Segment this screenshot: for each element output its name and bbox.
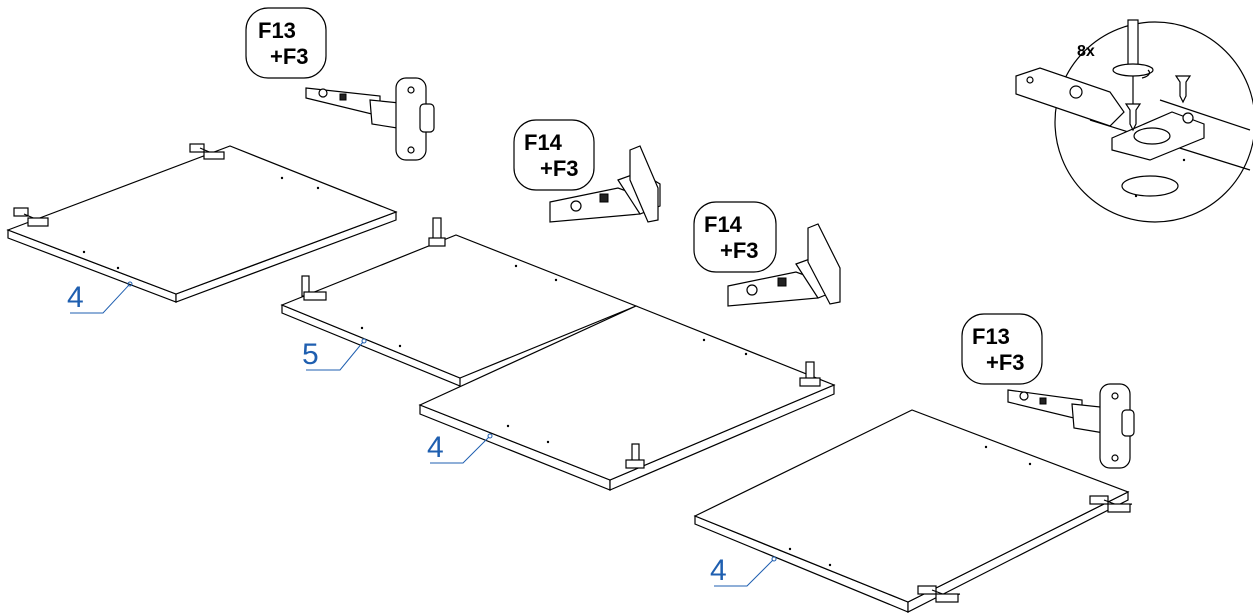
hinge-f14-upper: F14 +F3	[513, 119, 661, 223]
hinge-f13-right: F13 +F3	[961, 313, 1135, 469]
hinge-plate-icon	[13, 207, 49, 227]
hinge-plate-icon	[625, 443, 645, 469]
part-number: 4	[710, 554, 727, 587]
fitting-code: +F3	[986, 350, 1025, 375]
screw-icon	[1124, 103, 1142, 132]
part-label-panel-center: 5	[302, 338, 367, 371]
hinge-code: F14	[524, 130, 563, 155]
mounting-plate-icon	[727, 223, 841, 307]
door-panel-left	[6, 143, 398, 303]
fitting-code: +F3	[720, 238, 759, 263]
hinge-plate-icon	[301, 275, 327, 301]
part-label-door-right: 4	[710, 554, 777, 587]
part-number: 5	[302, 338, 319, 371]
part-label-door-center: 4	[427, 431, 493, 464]
hinge-plate-icon	[1089, 495, 1133, 513]
cup-hinge-icon	[1007, 383, 1135, 469]
door-panel-right	[693, 409, 1133, 613]
hinge-plate-icon	[189, 143, 225, 160]
hinge-code: F13	[258, 18, 296, 43]
fitting-code: +F3	[540, 156, 579, 181]
part-label-door-left: 4	[67, 281, 133, 314]
screw-icon	[1174, 75, 1192, 104]
part-number: 4	[427, 431, 444, 464]
fitting-code: +F3	[270, 44, 309, 69]
quantity-label: 8x	[1077, 43, 1095, 60]
hinge-code: F13	[972, 324, 1010, 349]
door-panel-center	[418, 305, 836, 491]
detail-view-screwing: 8x	[1015, 19, 1253, 223]
cup-hinge-icon	[305, 77, 435, 161]
hinge-f14-middle: F14 +F3	[693, 201, 841, 307]
hinge-plate-icon	[428, 217, 446, 247]
hinge-plate-icon	[799, 361, 821, 387]
screwdriver-icon	[1112, 19, 1154, 104]
hinge-code: F14	[704, 212, 743, 237]
panel-center	[280, 217, 638, 387]
part-number: 4	[67, 281, 84, 314]
hinge-plate-icon	[917, 585, 961, 603]
hinge-f13-top: F13 +F3	[245, 7, 435, 161]
mounting-plate-icon	[549, 145, 661, 223]
